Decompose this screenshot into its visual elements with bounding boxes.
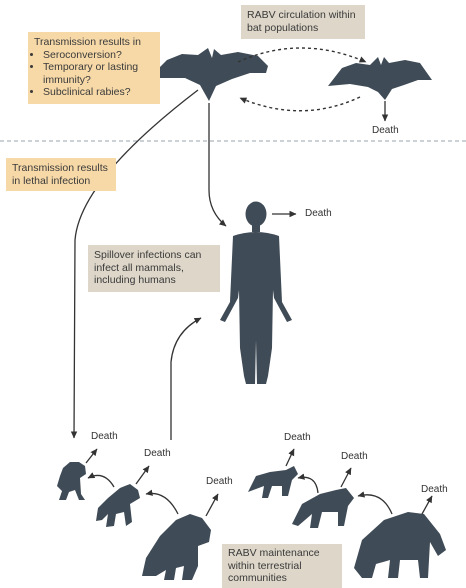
arrow-fox-death: [286, 449, 294, 466]
death-label-coyote: Death: [341, 451, 368, 462]
fox-silhouette: [248, 466, 298, 498]
bat-silhouette-left: [145, 48, 268, 101]
death-label-human: Death: [305, 208, 332, 219]
coyote-silhouette: [292, 488, 354, 528]
arrow-raccoon-death: [422, 496, 432, 514]
lethal-infection-box: Transmission results in lethal infection: [6, 158, 116, 191]
outcome-immunity: Temporary or lasting immunity?: [43, 61, 154, 86]
arrow-coyote-to-fox: [298, 477, 318, 493]
bat-silhouette-right: [328, 57, 432, 100]
spillover-box: Spillover infections can infect all mamm…: [88, 245, 220, 292]
arrow-large-to-medium-dog: [146, 493, 178, 514]
transmission-outcomes-box: Transmission results in Seroconversion? …: [28, 32, 160, 104]
outcome-subclinical: Subclinical rabies?: [43, 86, 154, 99]
arrow-medium-dog-death: [136, 466, 149, 484]
arrow-bat-to-human: [209, 103, 226, 226]
death-label-raccoon: Death: [421, 484, 448, 495]
transmission-outcomes-list: Seroconversion? Temporary or lasting imm…: [34, 49, 154, 99]
arrow-raccoon-to-coyote: [358, 495, 392, 514]
medium-dog-silhouette: [96, 484, 140, 527]
terrestrial-maintenance-box: RABV maintenance within terrestrial comm…: [222, 544, 342, 588]
death-label-bat: Death: [372, 125, 399, 136]
death-label-fox: Death: [284, 432, 311, 443]
outcome-seroconversion: Seroconversion?: [43, 49, 154, 62]
death-label-medium-dog: Death: [144, 448, 171, 459]
raccoon-silhouette: [354, 512, 446, 578]
arrow-large-dog-death: [206, 494, 218, 516]
arrow-coyote-death: [341, 468, 351, 487]
bat-circulation-box: RABV circulation within bat populations: [241, 5, 365, 39]
human-silhouette: [220, 202, 292, 385]
arrow-dog-to-human: [171, 318, 201, 440]
arrow-medium-to-small-dog: [88, 475, 114, 487]
arrow-bat-circulation-back: [240, 97, 360, 111]
arrow-small-dog-death: [86, 449, 97, 463]
large-dog-silhouette: [142, 514, 211, 580]
death-label-small-dog: Death: [91, 431, 118, 442]
death-label-large-dog: Death: [206, 476, 233, 487]
transmission-outcomes-title: Transmission results in: [34, 36, 154, 49]
small-dog-silhouette: [57, 462, 86, 500]
